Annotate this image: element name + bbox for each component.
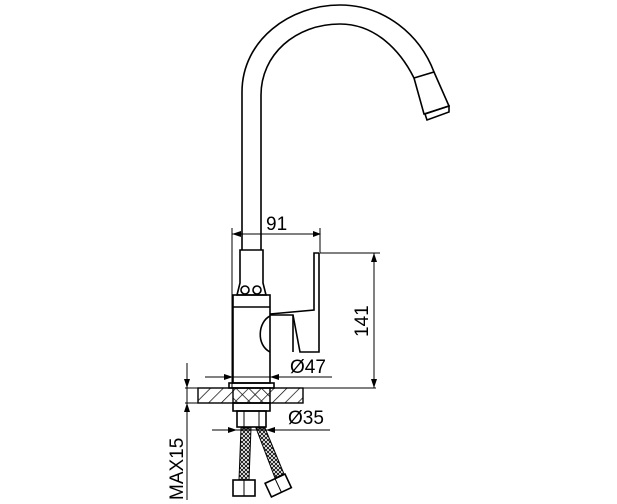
faucet-handle	[269, 252, 320, 353]
countertop-section	[185, 382, 376, 404]
dimension-label-max-thickness: MAX15	[167, 438, 188, 500]
dimension-91: 91	[231, 214, 321, 388]
dimension-35: Ø35	[212, 408, 330, 433]
dimension-label-base-diameter: Ø47	[290, 357, 326, 378]
mounting-nut	[232, 402, 271, 428]
dimension-label-shank-diameter: Ø35	[288, 408, 324, 429]
faucet-body	[232, 249, 271, 384]
dimension-label-reach: 91	[266, 214, 287, 235]
supply-hoses	[232, 427, 293, 498]
dimension-label-height: 141	[352, 305, 373, 337]
dimension-max15: MAX15	[167, 363, 190, 500]
dimension-47: Ø47	[205, 357, 332, 380]
spout	[241, 4, 451, 250]
dimension-141: 141	[320, 252, 380, 388]
